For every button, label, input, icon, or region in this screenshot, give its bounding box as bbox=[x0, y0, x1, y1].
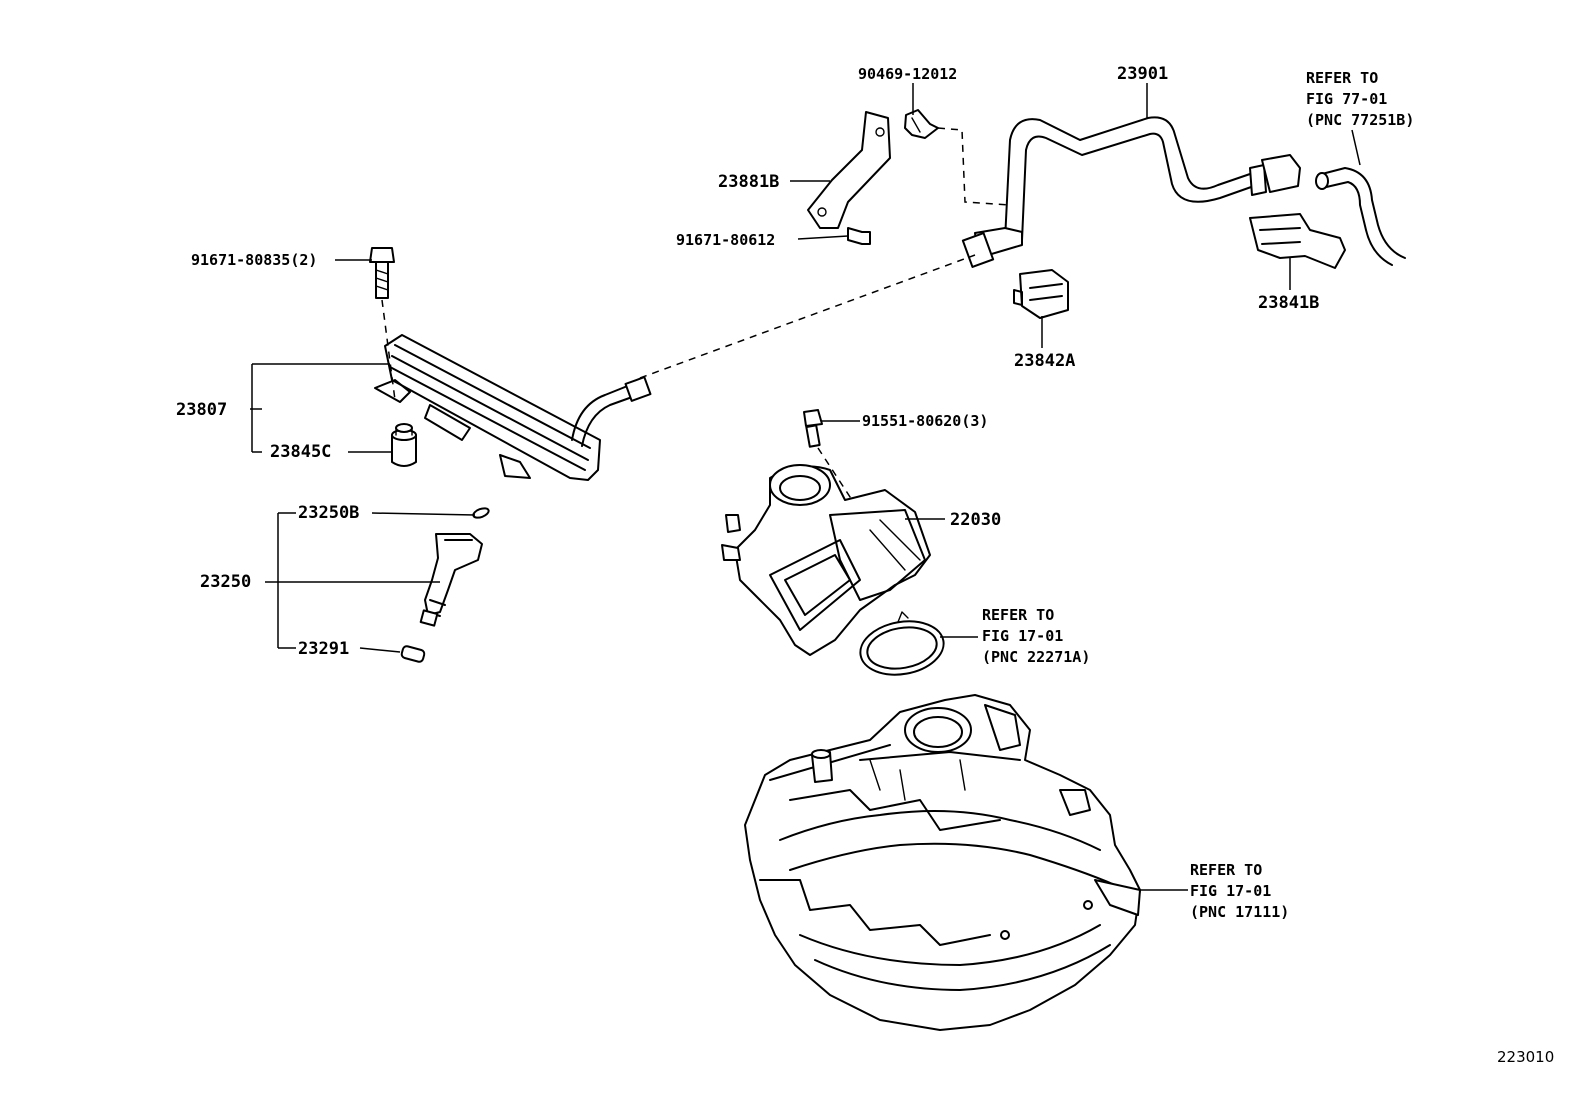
refer-note-17111[interactable]: REFER TO FIG 17-01 (PNC 17111) bbox=[1190, 861, 1289, 921]
svg-text:FIG 77-01: FIG 77-01 bbox=[1306, 90, 1387, 108]
bolt-91671-80612-part[interactable] bbox=[847, 227, 871, 245]
leader-lines bbox=[250, 83, 1361, 891]
label-23901: 23901 bbox=[1117, 64, 1168, 84]
connector-23842a-part[interactable] bbox=[1013, 269, 1069, 319]
hose-77251b-part[interactable] bbox=[1315, 167, 1406, 266]
bolt-91671-80835-part[interactable] bbox=[369, 247, 395, 299]
svg-text:FIG 17-01: FIG 17-01 bbox=[1190, 882, 1271, 900]
svg-text:(PNC 77251B): (PNC 77251B) bbox=[1306, 111, 1414, 129]
svg-text:(PNC 17111): (PNC 17111) bbox=[1190, 903, 1289, 921]
refer-note-22271a[interactable]: REFER TO FIG 17-01 (PNC 22271A) bbox=[982, 606, 1090, 666]
label-23881b: 23881B bbox=[718, 172, 779, 192]
fuel-hose-23901-part[interactable] bbox=[961, 116, 1301, 268]
clamp-23841b-part[interactable] bbox=[1249, 213, 1346, 269]
label-23250b: 23250B bbox=[298, 503, 359, 523]
label-23841b: 23841B bbox=[1258, 293, 1319, 313]
svg-text:(PNC 22271A): (PNC 22271A) bbox=[982, 648, 1090, 666]
insulator-23291-part[interactable] bbox=[400, 645, 426, 663]
refer-note-77-01[interactable]: REFER TO FIG 77-01 (PNC 77251B) bbox=[1306, 69, 1414, 129]
label-22030: 22030 bbox=[950, 510, 1001, 530]
label-90469-12012: 90469-12012 bbox=[858, 65, 957, 83]
figure-number: 223010 bbox=[1497, 1048, 1554, 1066]
svg-text:REFER TO: REFER TO bbox=[1190, 861, 1262, 879]
label-91671-80612: 91671-80612 bbox=[676, 231, 775, 249]
label-23842a: 23842A bbox=[1014, 351, 1075, 371]
throttle-body-part[interactable] bbox=[721, 464, 931, 656]
label-91551-80620: 91551-80620(3) bbox=[862, 412, 988, 430]
label-23845c: 23845C bbox=[270, 442, 331, 462]
fuel-injector-part[interactable] bbox=[419, 533, 483, 627]
svg-text:FIG 17-01: FIG 17-01 bbox=[982, 627, 1063, 645]
label-23807: 23807 bbox=[176, 400, 227, 420]
bracket-23881b-part[interactable] bbox=[807, 111, 891, 229]
intake-manifold-part[interactable] bbox=[744, 694, 1141, 1031]
svg-text:REFER TO: REFER TO bbox=[1306, 69, 1378, 87]
svg-text:REFER TO: REFER TO bbox=[982, 606, 1054, 624]
bolt-91551-80620-part[interactable] bbox=[803, 409, 823, 448]
o-ring-23250b-part[interactable] bbox=[472, 507, 490, 520]
label-23291: 23291 bbox=[298, 639, 349, 659]
gasket-22271a-part[interactable] bbox=[856, 611, 948, 681]
clip-90469-12012-part[interactable] bbox=[904, 109, 939, 139]
label-91671-80835: 91671-80835(2) bbox=[191, 251, 317, 269]
fuel-delivery-pipe-part[interactable] bbox=[374, 334, 652, 481]
label-23250: 23250 bbox=[200, 572, 251, 592]
insulator-23845c-part[interactable] bbox=[391, 423, 417, 467]
